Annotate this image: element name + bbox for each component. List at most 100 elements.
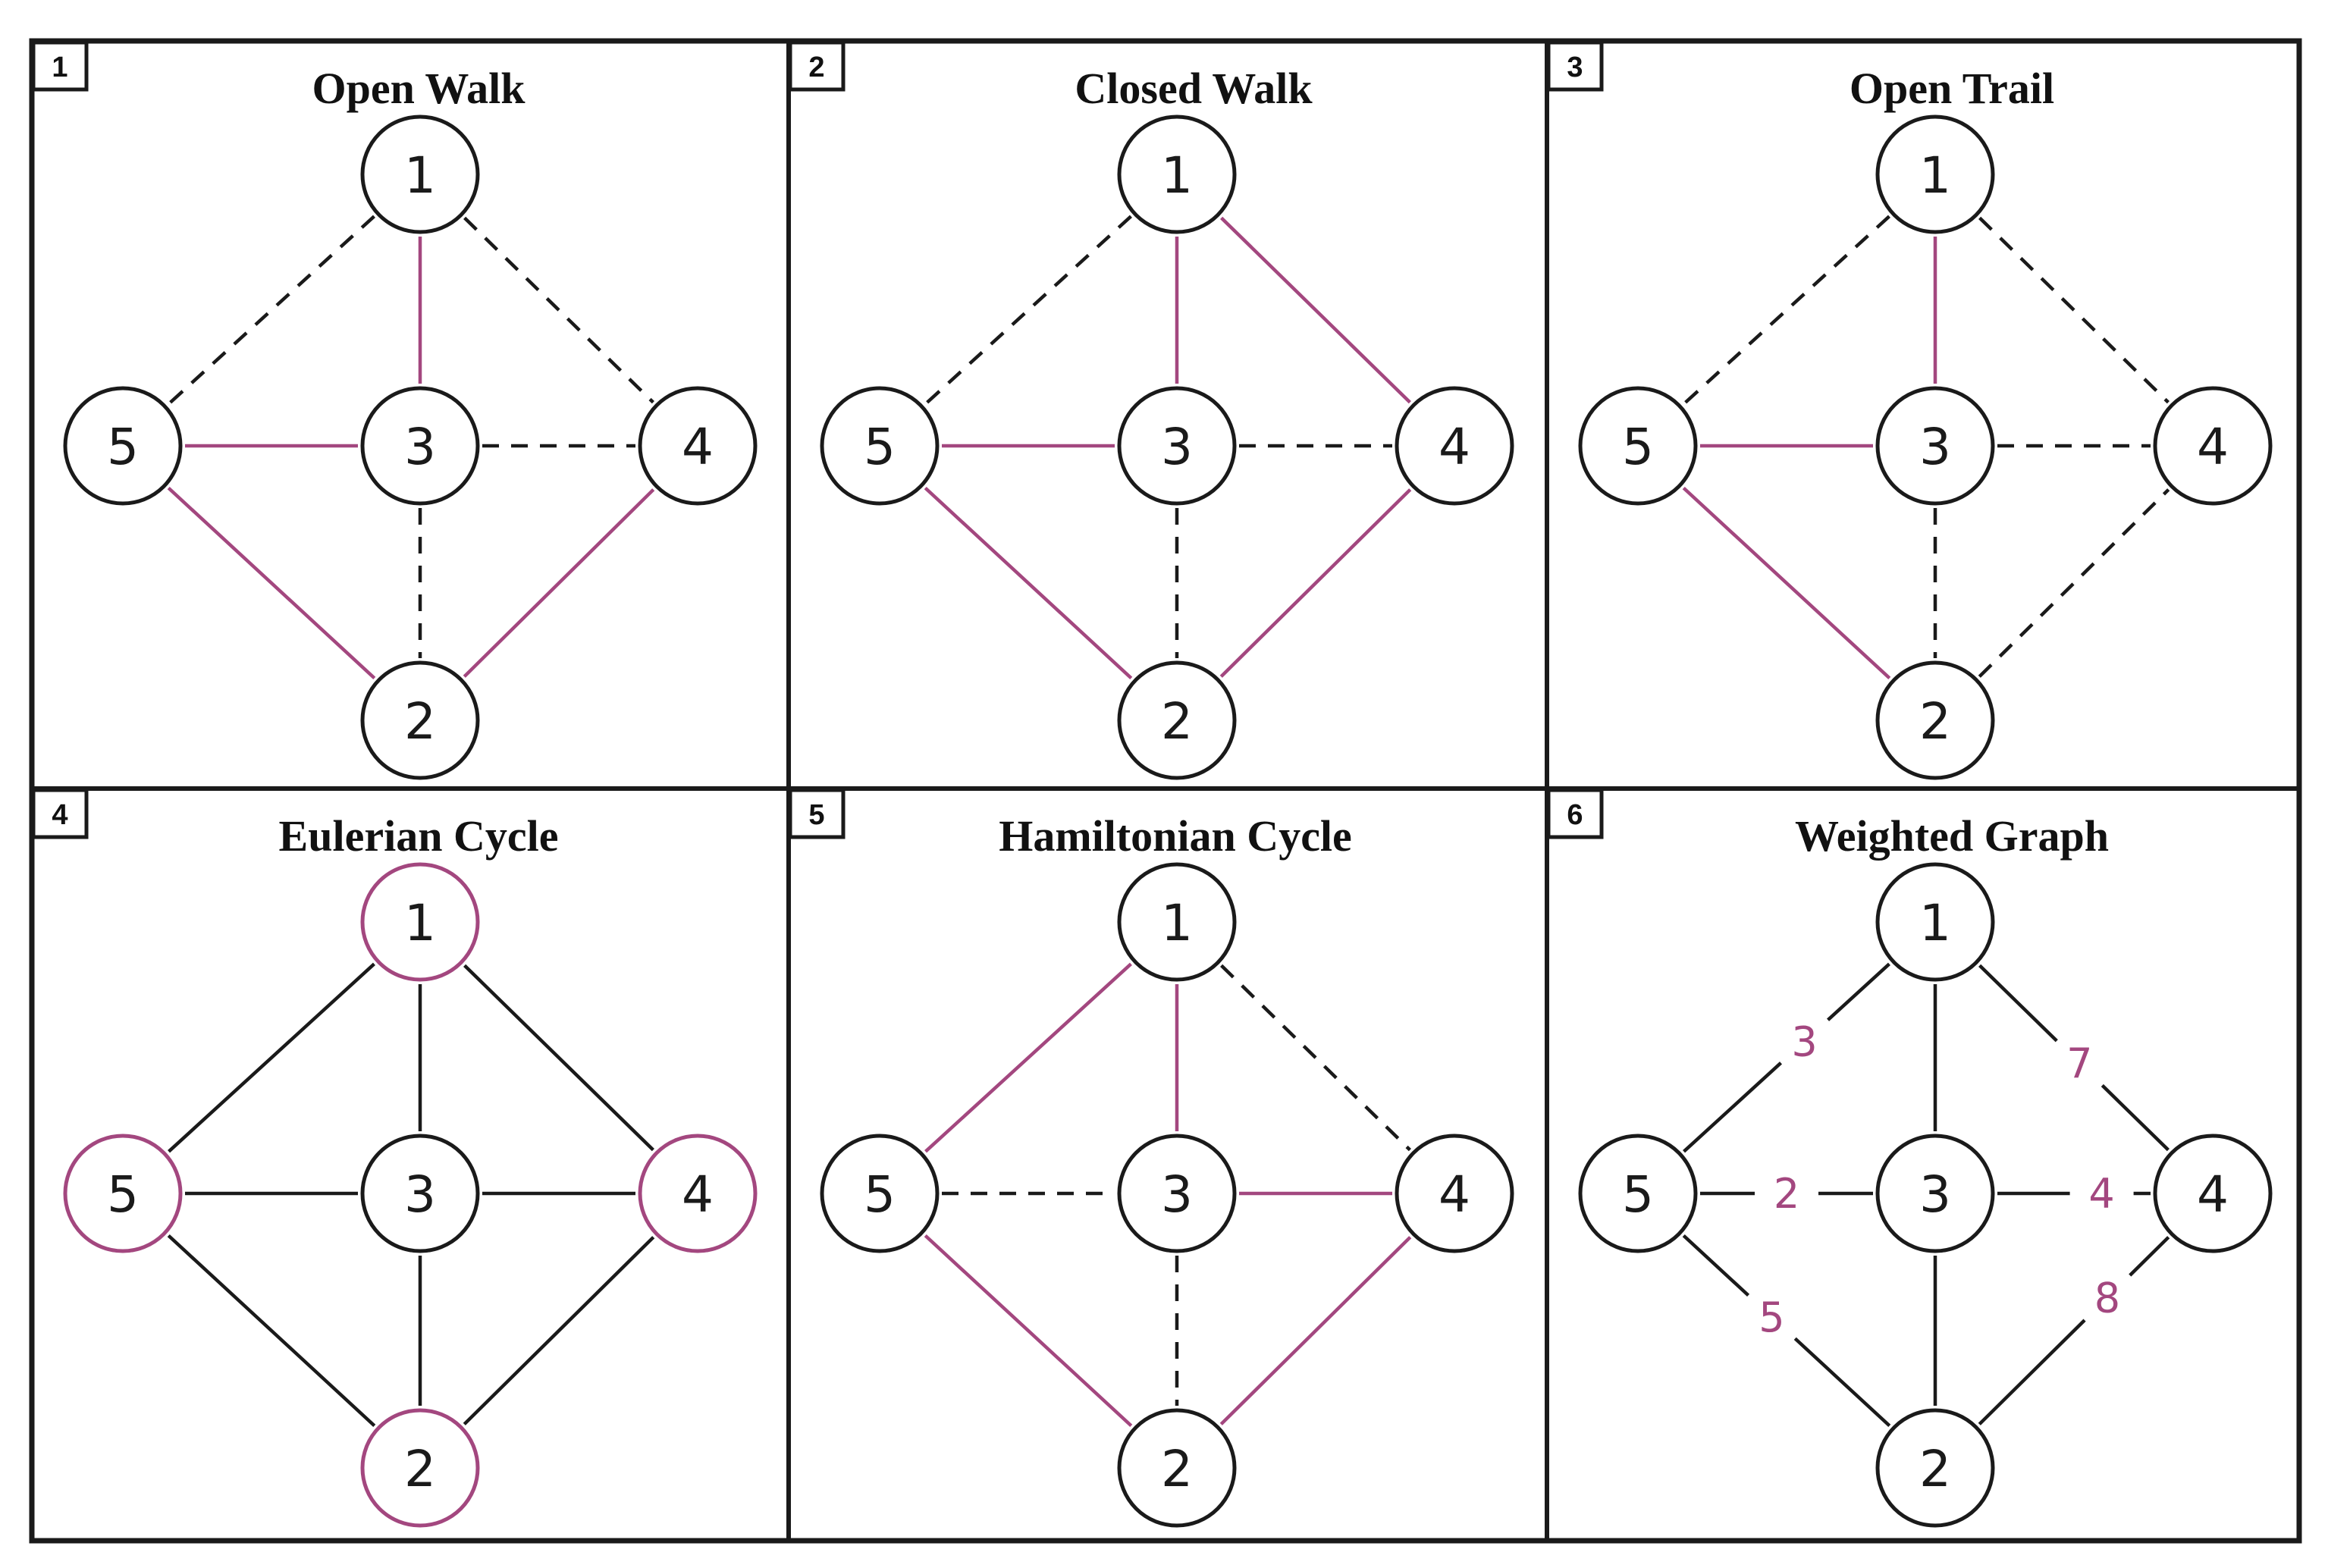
node-label: 2 [404, 692, 436, 751]
node-label: 3 [1161, 418, 1193, 476]
node-label: 1 [1919, 146, 1951, 205]
edge-5-2 [1682, 486, 1891, 680]
node-1: 1 [360, 114, 480, 234]
edge-5-2-segment [1793, 1337, 1891, 1428]
edge-5-2 [167, 1234, 376, 1428]
node-circle [820, 386, 940, 506]
node-circle [360, 114, 480, 234]
node-3: 3 [360, 1134, 480, 1253]
node-5: 5 [820, 386, 940, 506]
edge-2-4 [1219, 1236, 1412, 1425]
node-2: 2 [360, 660, 480, 780]
node-circle [360, 386, 480, 506]
edge-2-4 [1219, 488, 1412, 678]
node-label: 2 [1161, 692, 1193, 751]
edge-2-4 [1978, 1319, 2086, 1425]
node-circle [820, 1134, 940, 1253]
edge-1-5 [1683, 215, 1890, 406]
edge-1-4 [463, 216, 654, 404]
node-1: 1 [360, 862, 480, 982]
edge-2-4-segment [2129, 1236, 2170, 1277]
node-3: 3 [1875, 386, 1995, 506]
edge-weight-label: 8 [2094, 1275, 2120, 1322]
node-2: 2 [1117, 660, 1237, 780]
edge-weight-label: 5 [1759, 1294, 1784, 1341]
edge-1-4 [1220, 216, 1411, 404]
node-4: 4 [2153, 1134, 2273, 1253]
edge-2-4 [463, 488, 655, 678]
node-2: 2 [1875, 660, 1995, 780]
node-5: 5 [63, 386, 183, 506]
node-circle [1875, 862, 1995, 982]
node-label: 2 [1161, 1440, 1193, 1498]
edge-1-5 [1827, 962, 1890, 1021]
node-label: 4 [1439, 418, 1470, 476]
node-circle [1875, 386, 1995, 506]
node-label: 5 [1622, 1165, 1654, 1224]
node-circle [1117, 114, 1237, 234]
node-circle [1117, 660, 1237, 780]
panel-title: Closed Walk [1075, 64, 1313, 113]
panel-title: Eulerian Cycle [279, 811, 559, 861]
node-circle [1578, 1134, 1698, 1253]
node-label: 3 [1919, 1165, 1951, 1224]
panel-number: 1 [52, 52, 67, 83]
edge-5-2 [167, 486, 376, 680]
node-circle [63, 1134, 183, 1253]
edge-1-5 [168, 962, 375, 1153]
node-4: 4 [2153, 386, 2273, 506]
node-circle [1875, 114, 1995, 234]
edge-5-2 [924, 1234, 1133, 1428]
node-2: 2 [360, 1408, 480, 1528]
node-label: 2 [1919, 692, 1951, 751]
node-2: 2 [1117, 1408, 1237, 1528]
node-circle [1875, 660, 1995, 780]
edge-weight-label: 3 [1791, 1018, 1817, 1066]
node-4: 4 [1395, 1134, 1514, 1253]
panel-number: 5 [808, 799, 824, 831]
node-label: 1 [1919, 894, 1951, 952]
edge-1-4 [463, 964, 654, 1152]
edges [924, 215, 1412, 680]
node-label: 1 [404, 146, 436, 205]
edges [1682, 215, 2170, 680]
edge-1-4 [1978, 216, 2170, 404]
edge-1-4-segment [2101, 1083, 2170, 1152]
node-label: 1 [404, 894, 436, 952]
node-circle [2153, 386, 2273, 506]
node-circle [638, 386, 758, 506]
edge-1-5 [168, 215, 375, 406]
node-circle [1875, 1134, 1995, 1253]
node-circle [638, 1134, 758, 1253]
edge-1-4 [1978, 964, 2058, 1043]
edges [167, 962, 655, 1428]
node-label: 5 [1622, 418, 1654, 476]
edge-2-4 [1978, 488, 2170, 678]
edge-1-5 [924, 215, 1132, 406]
edge-5-2 [1682, 1234, 1750, 1297]
node-3: 3 [1875, 1134, 1995, 1253]
node-4: 4 [638, 1134, 758, 1253]
panel-number: 3 [1567, 52, 1583, 83]
node-label: 4 [682, 418, 714, 476]
node-label: 3 [404, 418, 436, 476]
node-circle [360, 862, 480, 982]
node-label: 5 [864, 418, 896, 476]
panel-number: 2 [808, 52, 824, 83]
node-2: 2 [1875, 1408, 1995, 1528]
node-label: 3 [1919, 418, 1951, 476]
node-circle [1117, 386, 1237, 506]
edge-weight-label: 2 [1774, 1170, 1799, 1218]
node-5: 5 [820, 1134, 940, 1253]
